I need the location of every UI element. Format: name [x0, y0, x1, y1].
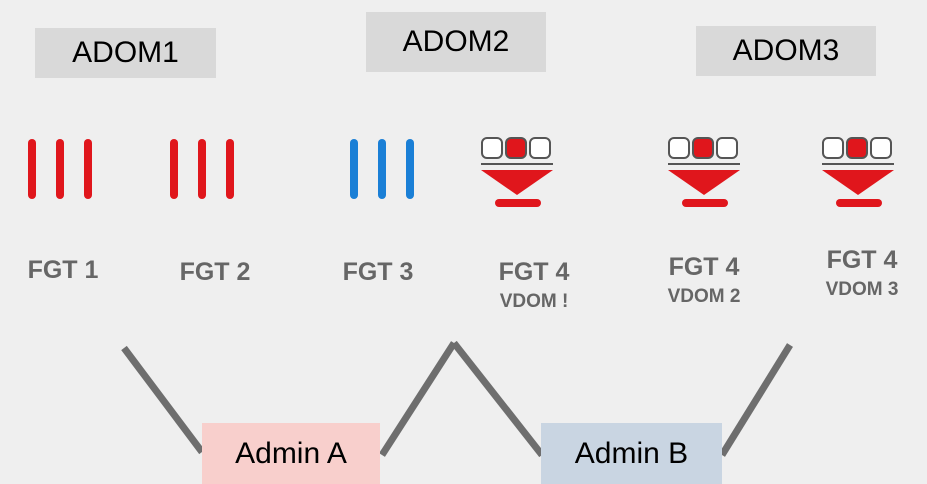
- adom3-box: ADOM3: [696, 26, 876, 76]
- fortigate-bars-icon: [28, 139, 92, 199]
- device-name: FGT 3: [342, 258, 414, 286]
- connector-line-adom1-admin-a: [121, 345, 205, 455]
- adom2-box: ADOM2: [366, 12, 546, 72]
- admin-b-box: Admin B: [541, 423, 722, 484]
- fortigate-bars-icon: [170, 139, 234, 199]
- vdom-icon: [481, 137, 553, 207]
- device-name: FGT 4: [668, 253, 740, 281]
- device-name: FGT 4: [498, 258, 570, 286]
- vdom-name: VDOM 2: [667, 286, 741, 307]
- device-label-fgt4-vdom2: FGT 4 VDOM 2: [644, 253, 764, 308]
- connector-line-admin-a-adom2: [379, 341, 457, 457]
- admin-a-box: Admin A: [202, 423, 380, 484]
- device-label-fgt4-vdom3: FGT 4 VDOM 3: [802, 246, 922, 301]
- device-label-fgt1: FGT 1: [10, 256, 116, 285]
- device-name: FGT 2: [179, 258, 251, 286]
- fortigate-bars-icon: [350, 139, 414, 199]
- device-name: FGT 4: [826, 246, 898, 274]
- adom1-box: ADOM1: [35, 28, 216, 78]
- vdom-name: VDOM 3: [825, 279, 899, 300]
- connector-line-admin-b-adom3: [719, 343, 793, 457]
- device-label-fgt2: FGT 2: [160, 258, 270, 287]
- vdom-icon: [822, 137, 894, 207]
- device-label-fgt3: FGT 3: [323, 258, 433, 287]
- vdom-name: VDOM !: [499, 291, 569, 312]
- device-label-fgt4-vdom1: FGT 4 VDOM !: [474, 258, 594, 313]
- connector-line-adom2-admin-b: [451, 340, 545, 458]
- vdom-icon: [668, 137, 740, 207]
- device-name: FGT 1: [27, 256, 99, 284]
